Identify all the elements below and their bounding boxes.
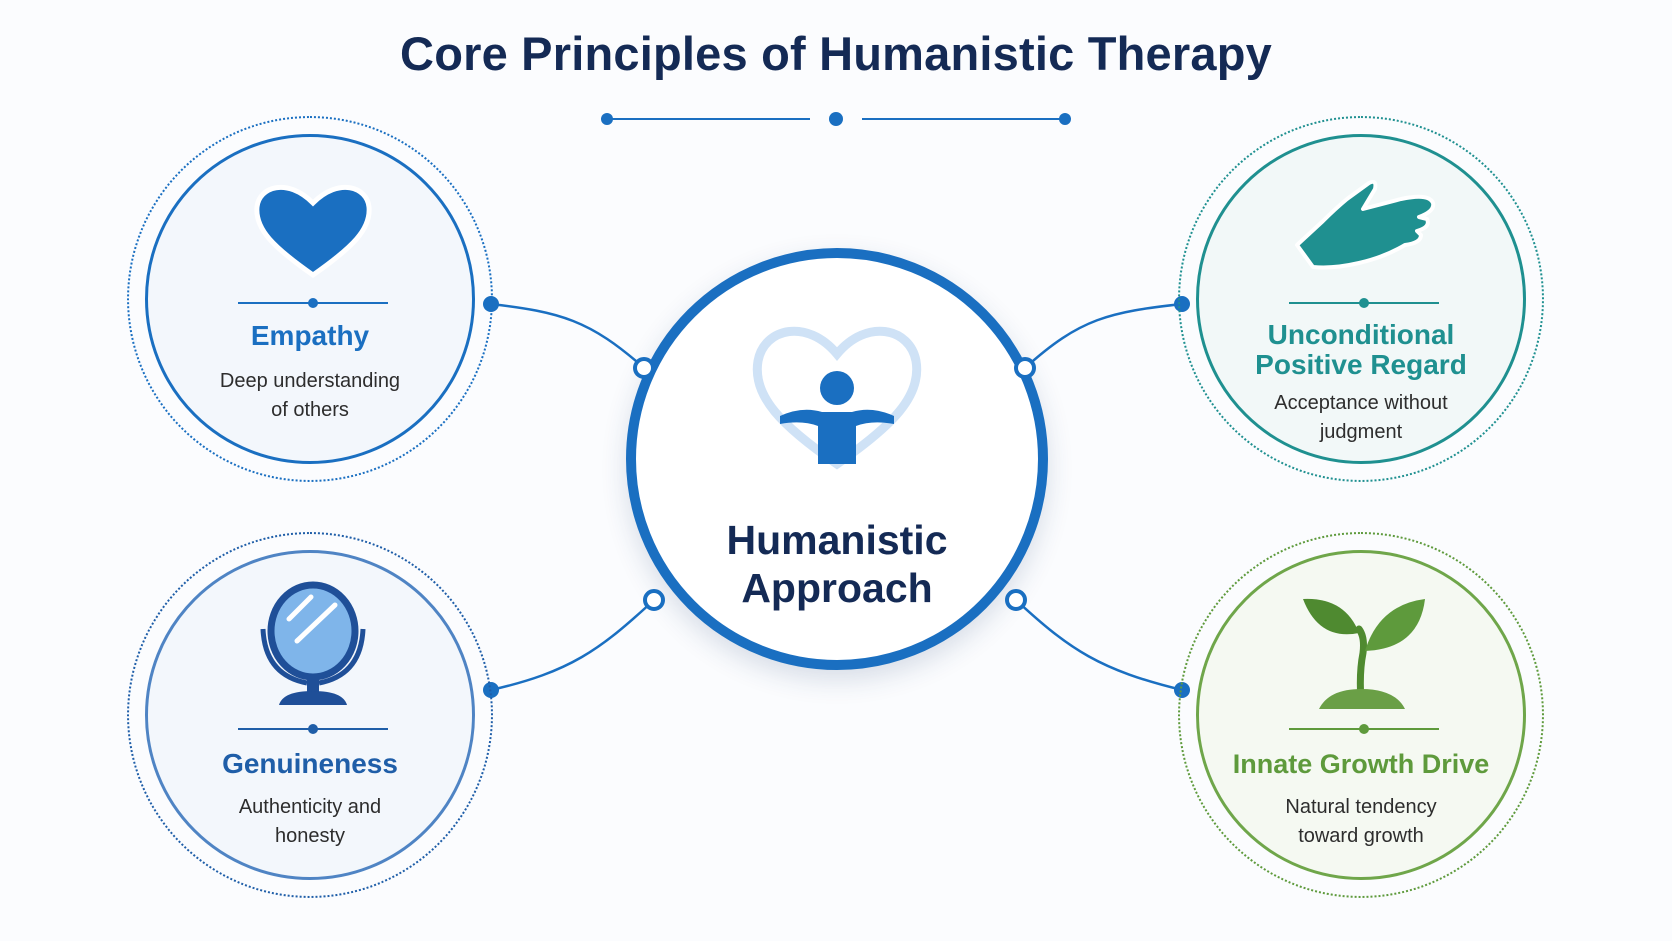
empathy-desc-line1: Deep understanding: [219, 370, 401, 392]
regard-desc-line2: judgment: [1319, 421, 1403, 443]
title-decoration: [601, 112, 1071, 126]
page-title: Core Principles of Humanistic Therapy: [400, 27, 1272, 80]
regard-desc-line1: Acceptance without: [1274, 392, 1448, 414]
open-hand-icon: [1295, 179, 1436, 270]
genuineness-card-ring: [127, 532, 493, 898]
mirror-icon: [260, 581, 366, 705]
genuineness-desc-line1: Authenticity and: [238, 796, 382, 818]
regard-card-ring: [1178, 116, 1544, 482]
connector-empathy: [490, 302, 645, 369]
empathy-card: Empathy Deep understanding of others: [145, 134, 475, 464]
regard-divider: [1289, 298, 1439, 308]
genuineness-divider: [238, 724, 388, 734]
growth-desc-line1: Natural tendency: [1285, 796, 1437, 818]
empathy-divider: [238, 298, 388, 308]
regard-card: Unconditional Positive Regard Acceptance…: [1196, 134, 1526, 464]
growth-desc-line2: toward growth: [1298, 825, 1424, 847]
person-heart-icon: [752, 326, 922, 470]
sprout-icon: [1303, 598, 1425, 709]
heart-icon: [254, 184, 372, 279]
regard-title-line1: Unconditional: [1267, 319, 1455, 350]
growth-divider: [1289, 724, 1439, 734]
growth-card: Innate Growth Drive Natural tendency tow…: [1196, 550, 1526, 880]
empathy-desc-line2: of others: [271, 399, 349, 421]
connector-regard: [1024, 302, 1183, 369]
empathy-title: Empathy: [250, 320, 370, 351]
center-title-line1: Humanistic: [726, 517, 948, 563]
center-circle: Humanistic Approach: [626, 248, 1048, 670]
regard-title-line2: Positive Regard: [1255, 349, 1467, 380]
connector-genuineness: [490, 599, 655, 692]
empathy-card-ring: [127, 116, 493, 482]
genuineness-desc-line2: honesty: [274, 825, 346, 847]
center-title-line2: Approach: [741, 565, 933, 611]
growth-card-ring: [1178, 532, 1544, 898]
connector-growth: [1015, 599, 1183, 692]
growth-title: Innate Growth Drive: [1232, 749, 1490, 779]
genuineness-title: Genuineness: [222, 748, 398, 779]
genuineness-card: Genuineness Authenticity and honesty: [145, 550, 475, 880]
